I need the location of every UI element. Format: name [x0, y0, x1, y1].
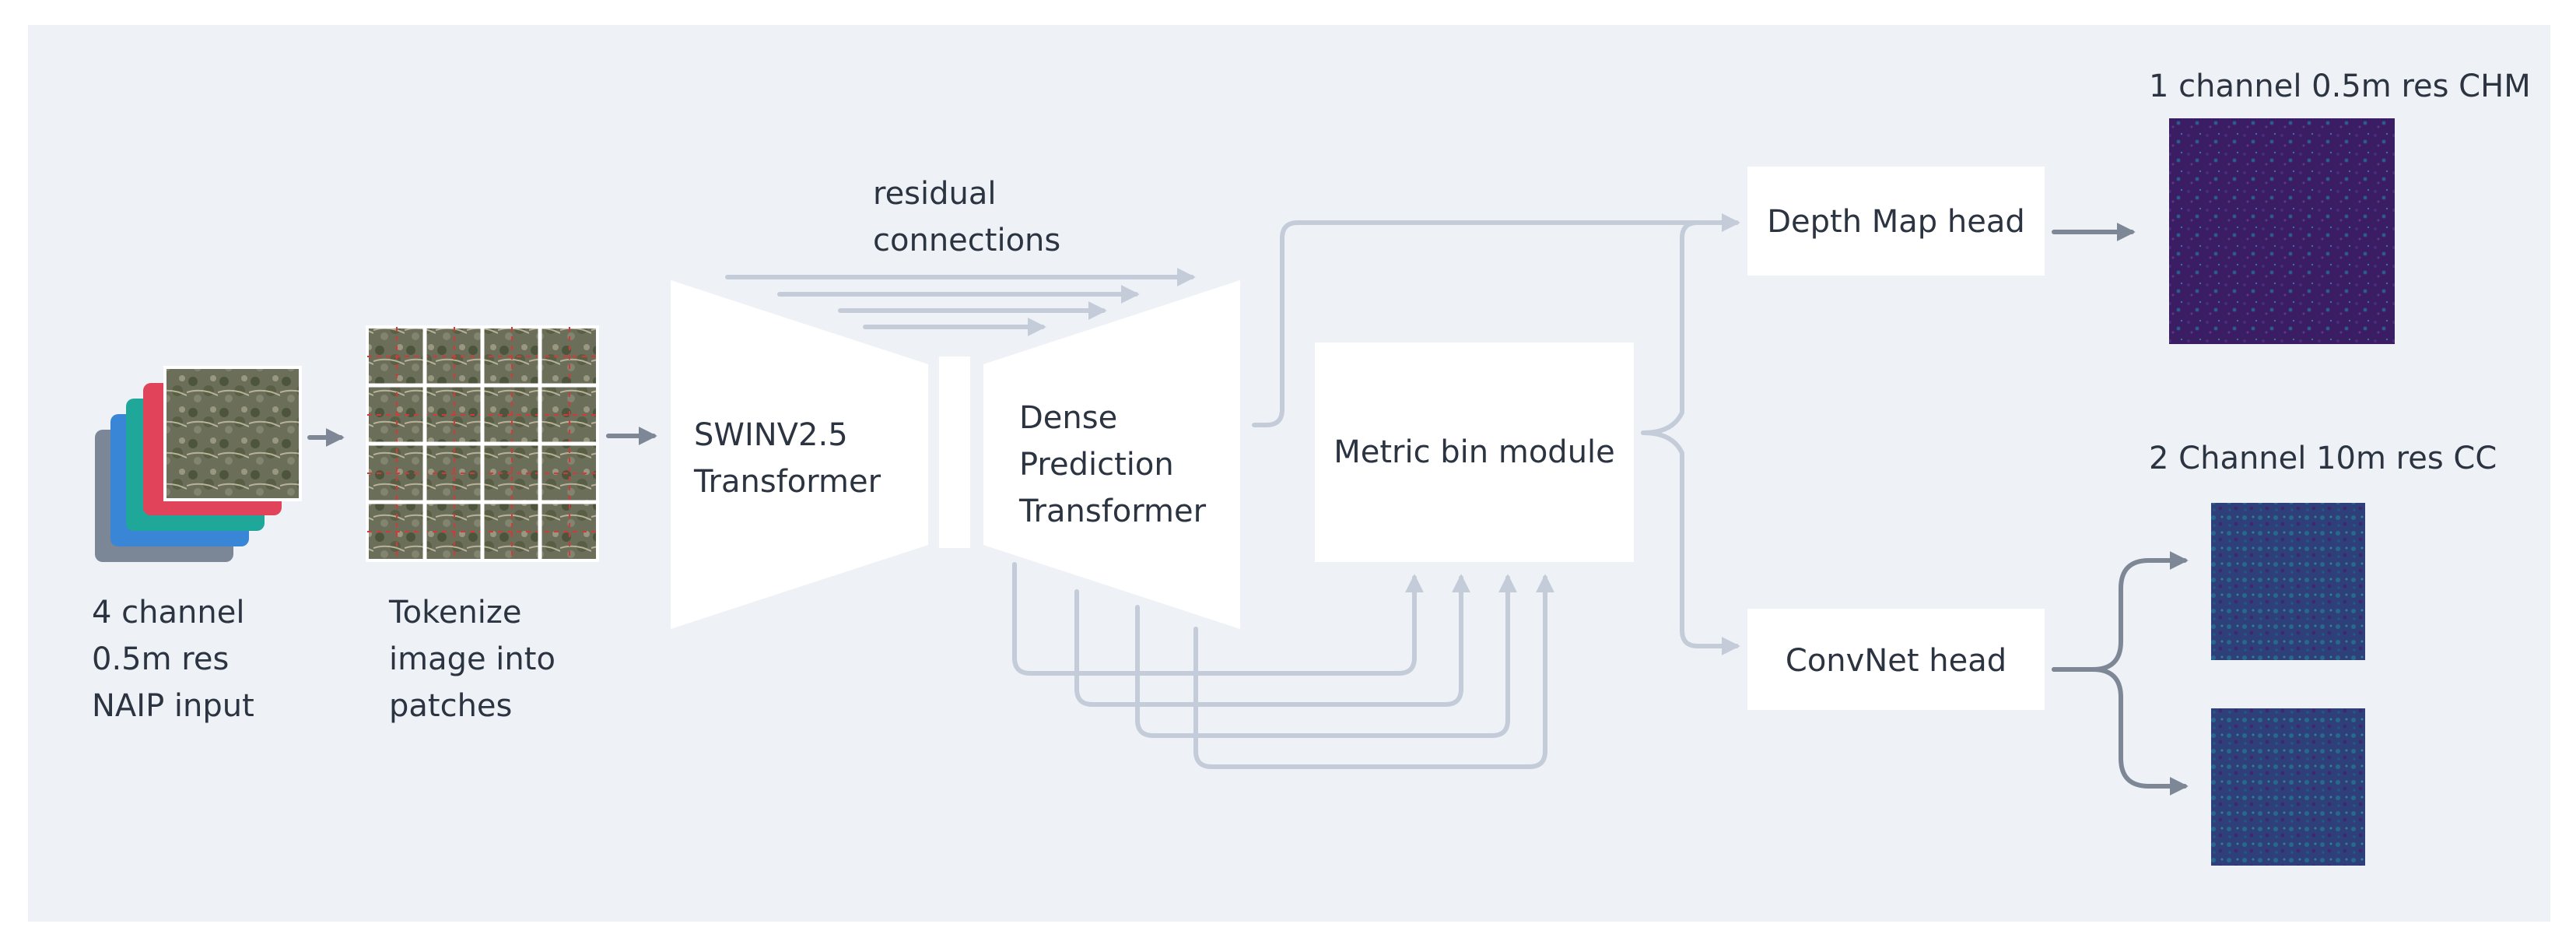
depth-map-head-label: Depth Map head: [1767, 204, 2025, 240]
convnet-head-label: ConvNet head: [1786, 643, 2006, 679]
metric-bin-to-heads-connections: [1641, 213, 1740, 655]
decoder-block: [983, 280, 1240, 629]
metric-bin-module-label: Metric bin module: [1334, 434, 1615, 470]
arrow-decoder-to-depth-head: [1252, 213, 1740, 427]
convnet-to-cc-arrows: [2052, 551, 2189, 796]
chm-output-map: [2169, 118, 2395, 344]
encoder-label: SWINV2.5 Transformer: [693, 417, 881, 500]
chm-output-label: 1 channel 0.5m res CHM: [2149, 69, 2531, 104]
input-satellite-image: [163, 366, 302, 501]
convnet-head-box: [1747, 609, 2045, 710]
tokenized-patch-grid: [366, 325, 599, 562]
decoder-to-metric-bin-connections: [1012, 562, 1554, 769]
cc-output-label: 2 Channel 10m res CC: [2149, 441, 2497, 476]
input-label: 4 channel 0.5m res NAIP input: [92, 595, 254, 724]
decoder-label: Dense Prediction Transformer: [1018, 400, 1207, 529]
depth-map-head-box: [1747, 167, 2045, 276]
bottleneck-block: [939, 357, 970, 548]
residual-connection-arrows: [725, 268, 1196, 336]
input-image-stack: [95, 366, 302, 562]
metric-bin-module-box: [1315, 343, 1634, 562]
cc-output-map-2: [2211, 708, 2365, 866]
cc-output-map-1: [2211, 503, 2365, 660]
tokenize-label: Tokenize image into patches: [388, 595, 566, 724]
residual-connections-label: residual connections: [873, 176, 1060, 258]
encoder-block: [671, 280, 928, 629]
